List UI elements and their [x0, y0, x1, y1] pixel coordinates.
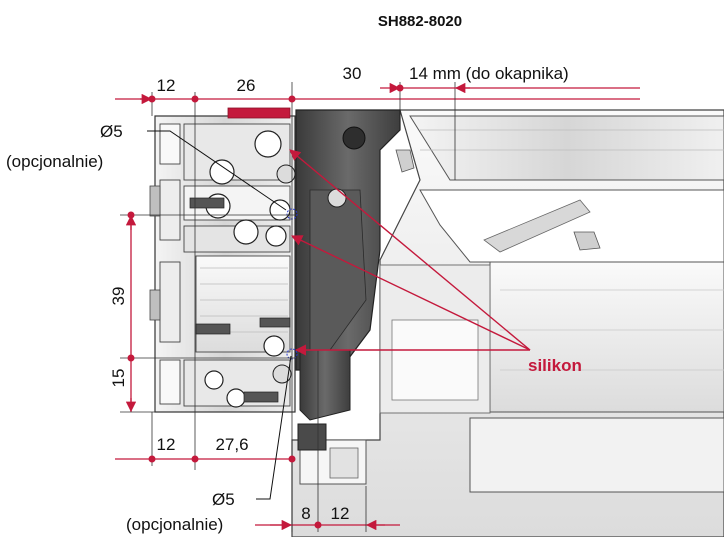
dim-bottom-12b: 12: [331, 504, 350, 523]
dim-top-30: 30: [343, 64, 362, 83]
optional-label-top: (opcjonalnie): [6, 152, 103, 171]
dim-bottom-8: 8: [301, 504, 310, 523]
dim-top-14: 14 mm (do okapnika): [409, 64, 569, 83]
hole-label-top: Ø5: [100, 122, 123, 141]
sealant-leaders: [289, 149, 531, 356]
dim-top-26: 26: [237, 76, 256, 95]
drawing-title: SH882-8020: [378, 13, 462, 30]
hole-label-bottom: Ø5: [212, 490, 235, 509]
dimension-arrows: [125, 82, 640, 531]
dim-top-12: 12: [157, 76, 176, 95]
dim-left-15: 15: [109, 369, 128, 388]
hole-leaders: [147, 130, 292, 500]
optional-label-bottom: (opcjonalnie): [126, 515, 223, 534]
dim-bottom-27-6: 27,6: [215, 435, 248, 454]
dim-bottom-12: 12: [157, 435, 176, 454]
dim-left-39: 39: [109, 287, 128, 306]
sealant-label: silikon: [528, 356, 582, 375]
gasket-profile: [295, 109, 401, 451]
frame-profile: [291, 109, 724, 537]
adapter-profile: [149, 107, 298, 413]
dimension-dots: [127, 84, 404, 529]
